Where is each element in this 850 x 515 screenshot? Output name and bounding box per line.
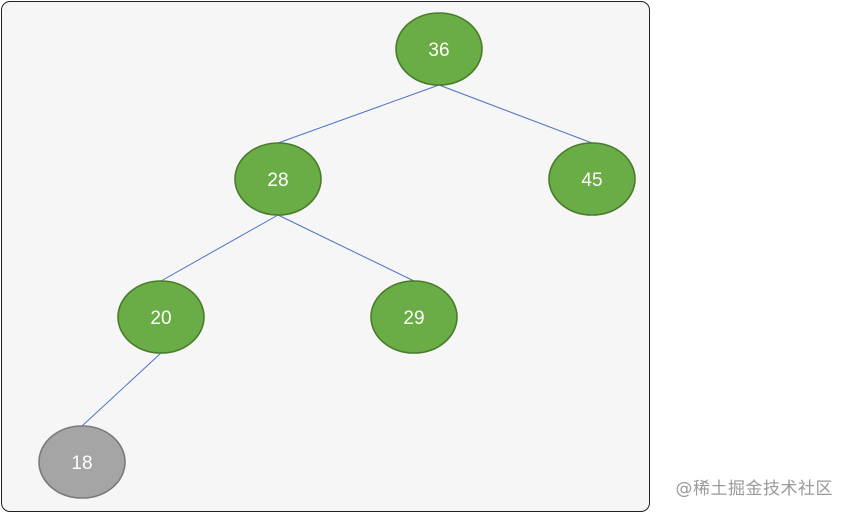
node-circle [234,142,322,216]
edge-28-20 [160,214,279,282]
node-label: 20 [150,308,171,329]
node-label: 28 [267,170,288,191]
node-label: 18 [71,453,92,474]
node-label: 36 [428,40,449,61]
node-circle [548,142,636,216]
tree-node-18: 18 [38,425,126,499]
edge-36-45 [438,84,593,144]
edge-28-29 [277,214,415,282]
node-label: 45 [581,170,602,191]
tree-nodes: 36 28 45 20 29 18 [38,12,636,499]
edge-20-18 [81,352,162,427]
tree-node-20: 20 [117,280,205,354]
tree-node-36: 36 [395,12,483,86]
diagram-panel [1,1,650,512]
node-circle [395,12,483,86]
tree-node-29: 29 [370,280,458,354]
edge-36-28 [277,84,440,144]
tree-node-28: 28 [234,142,322,216]
node-circle [117,280,205,354]
tree-node-45: 45 [548,142,636,216]
node-circle [370,280,458,354]
tree-edges [81,84,593,427]
watermark: @稀土掘金技术社区 [675,479,833,499]
node-circle [38,425,126,499]
node-label: 29 [403,308,424,329]
